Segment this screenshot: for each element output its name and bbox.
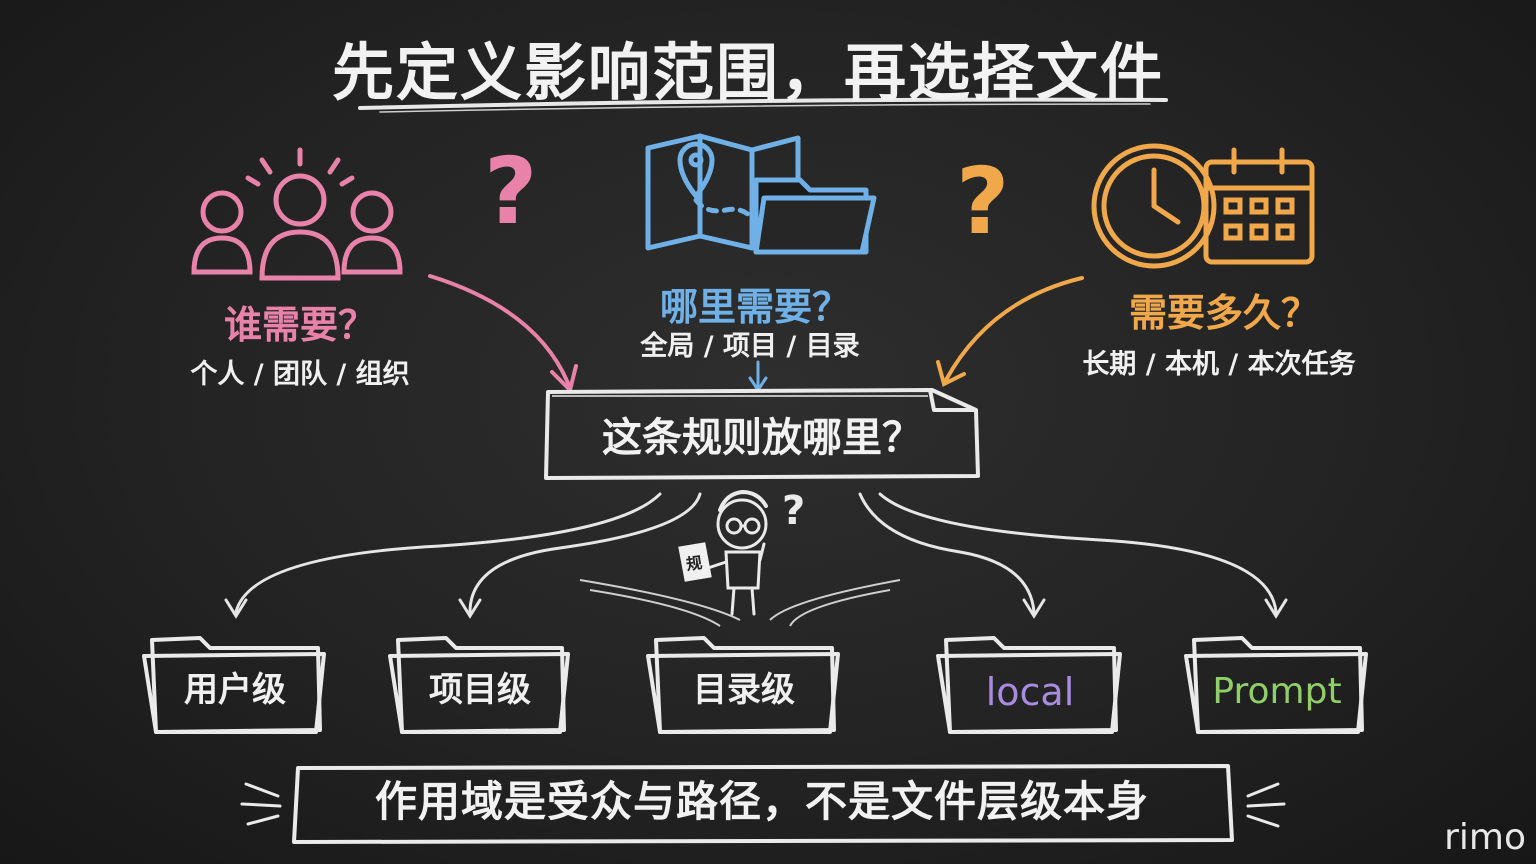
title-underline bbox=[358, 97, 1168, 110]
howlong-heading: 需要多久？ bbox=[1128, 291, 1319, 335]
howlong-options: 长期 / 本机 / 本次任务 bbox=[1082, 349, 1356, 380]
page-title: 先定义影响范围，再选择文件 bbox=[331, 36, 1164, 109]
bottom-note: 作用域是受众与路径，不是文件层级本身 bbox=[374, 777, 1149, 826]
clock-calendar-icon bbox=[1091, 143, 1315, 269]
stick-figure bbox=[678, 489, 768, 616]
where-options: 全局 / 项目 / 目录 bbox=[640, 331, 860, 362]
watermark: rimo bbox=[1444, 817, 1526, 858]
question-mark-pink: ? bbox=[484, 138, 538, 245]
arrow-howlong bbox=[944, 276, 1084, 382]
people-icon bbox=[191, 147, 403, 281]
folder-directory-level: 目录级 bbox=[693, 670, 795, 710]
center-question: 这条规则放哪里？ bbox=[602, 415, 922, 461]
who-options: 个人 / 团队 / 组织 bbox=[190, 359, 410, 390]
who-heading: 谁需要？ bbox=[223, 303, 376, 347]
thought-question-mark: ? bbox=[782, 488, 806, 534]
folder-user-level: 用户级 bbox=[184, 670, 286, 710]
burst-marks bbox=[240, 782, 1286, 828]
bottom-box bbox=[292, 764, 1234, 844]
branch-arrows bbox=[224, 492, 1288, 619]
folder-prompt: Prompt bbox=[1212, 671, 1342, 712]
question-mark-orange: ? bbox=[956, 148, 1010, 255]
folder-project-level: 项目级 bbox=[429, 670, 531, 710]
rule-document-char: 规 bbox=[684, 552, 704, 575]
road bbox=[579, 579, 901, 627]
center-box bbox=[544, 388, 980, 480]
folder-local: local bbox=[985, 670, 1075, 714]
arrow-who bbox=[428, 274, 572, 390]
where-heading: 哪里需要？ bbox=[659, 285, 850, 329]
map-folder-icon bbox=[645, 133, 877, 255]
folder-outlines bbox=[142, 636, 1368, 734]
